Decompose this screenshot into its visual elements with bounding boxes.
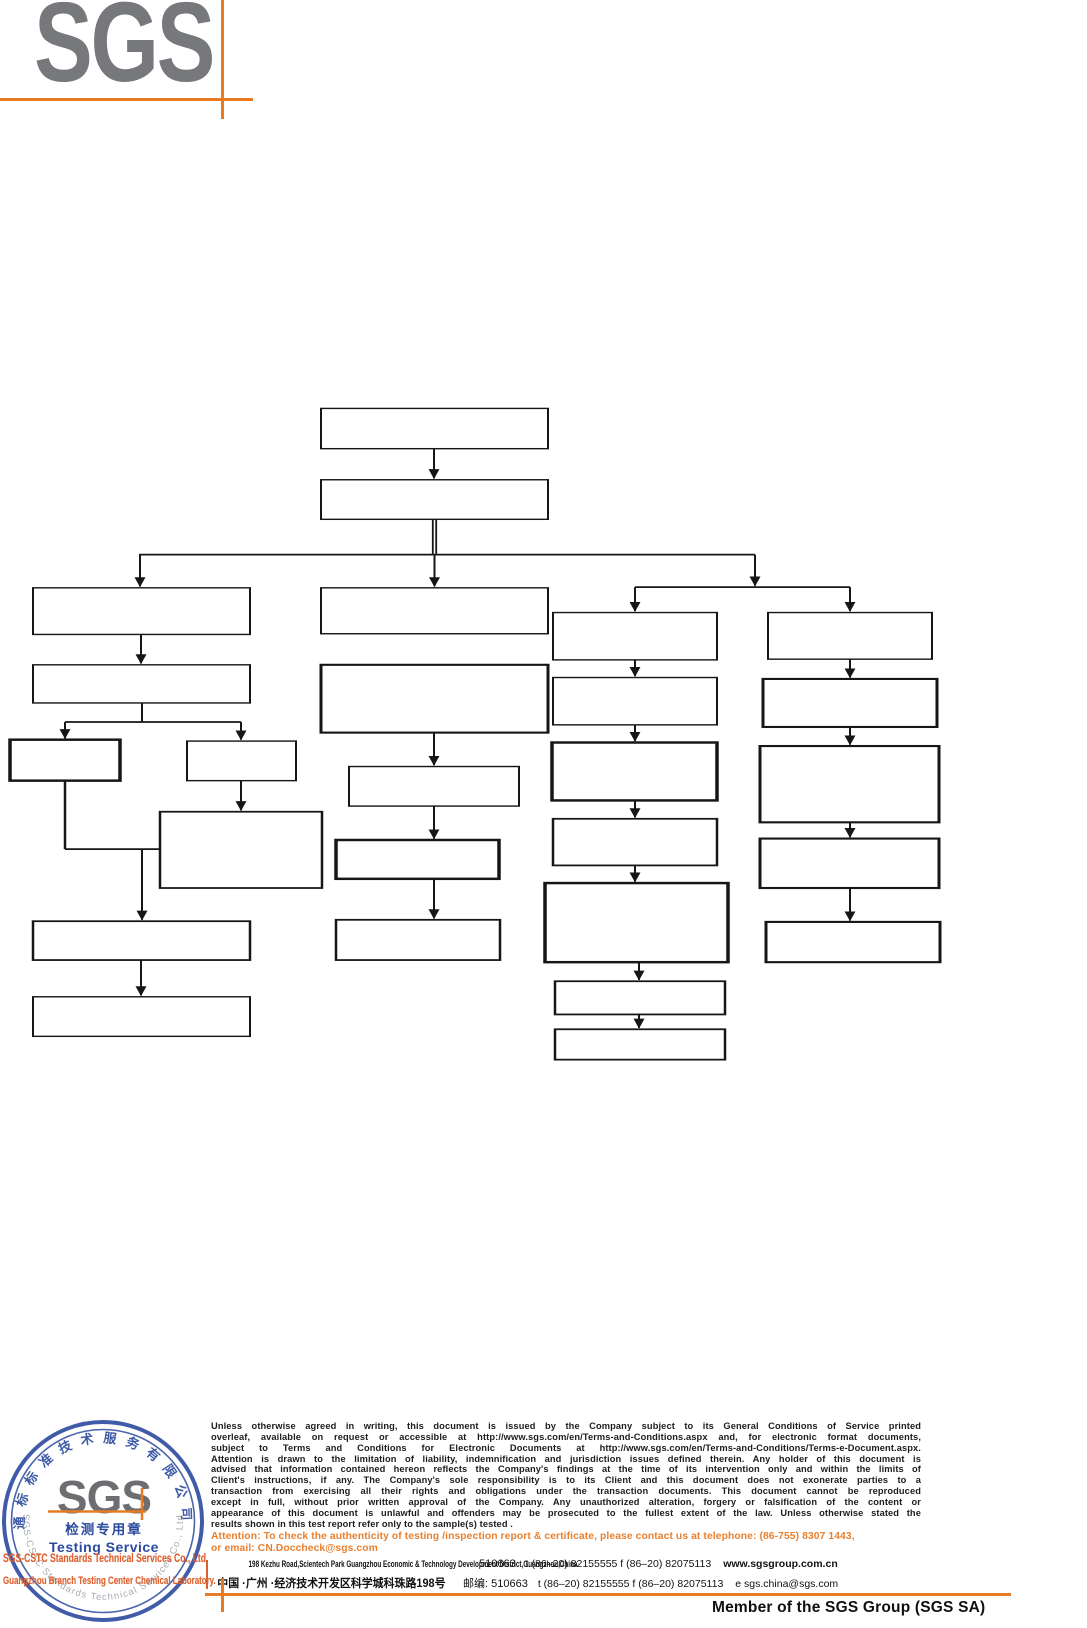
- flowchart-box-left-4: [158, 810, 324, 889]
- disclaimer-line: Client's instructions, if any. The Compa…: [211, 1475, 921, 1486]
- flowchart-box-right-a5: [543, 881, 730, 964]
- sgs-logo: SGS: [34, 0, 215, 105]
- flowchart-box-left-3b: [186, 740, 297, 782]
- flowchart-box-left-6: [32, 996, 251, 1038]
- flowchart-box-right-b3: [758, 744, 941, 824]
- address-orange-tick: [206, 1560, 208, 1589]
- website-url: www.sgsgroup.com.cn: [723, 1558, 838, 1570]
- disclaimer-line: transaction from exercising all their ri…: [211, 1486, 921, 1497]
- address-row-en: 198 Kezhu Road,Scientech Park Guangzhou …: [211, 1558, 923, 1575]
- flowchart-box-right-b2: [761, 677, 939, 729]
- disclaimer-paragraph: Unless otherwise agreed in writing, this…: [211, 1421, 921, 1529]
- flowchart-box-right-a2: [552, 676, 718, 726]
- testing-service-stamp: 通标标准技术服务有限公司 SGS-CSTC Standards Technica…: [2, 1420, 204, 1622]
- flowchart-box-mid-5: [334, 918, 502, 961]
- flowchart-box-right-b5: [764, 920, 942, 964]
- address-chinese: 中国 ·广州 ·经济技术开发区科学城科珠路198号: [217, 1578, 446, 1590]
- footer-orange-horizontal-rule: [205, 1593, 1011, 1596]
- header-orange-vertical-rule: [221, 0, 224, 119]
- flowchart-box-right-a7: [553, 1028, 727, 1061]
- stamp-branch-name-line: Guangzhou Branch Testing Center Chemical…: [3, 1575, 216, 1587]
- flowchart-box-right-b4: [758, 837, 941, 890]
- flowchart-box-left-2: [32, 664, 251, 704]
- postal-code-en: 510663: [479, 1558, 516, 1570]
- flowchart-box-right-a6: [553, 980, 727, 1016]
- header-orange-horizontal-rule: [0, 98, 253, 101]
- email-address: e sgs.china@sgs.com: [735, 1578, 839, 1590]
- disclaimer-line: except in full, without prior written ap…: [211, 1496, 921, 1507]
- stamp-company-name-line: SGS-CSTC Standards Technical Services Co…: [3, 1553, 209, 1565]
- disclaimer-line: advised that information contained hereo…: [211, 1464, 921, 1475]
- footer-orange-vertical-tick: [221, 1578, 224, 1612]
- member-of-sgs-group-text: Member of the SGS Group (SGS SA): [712, 1599, 986, 1616]
- phone-fax-cn: t (86–20) 82155555 f (86–20) 82075113: [537, 1578, 724, 1590]
- attention-notice: Attention: To check the authenticity of …: [211, 1531, 927, 1554]
- phone-fax-en: t (86–20) 82155555 f (86–20) 82075113: [525, 1558, 712, 1570]
- flowchart-box-right-b1: [767, 611, 933, 660]
- flowchart-box-mid-2: [319, 663, 550, 734]
- flowchart-box-left-3a: [8, 738, 122, 782]
- flowchart-box-left-1: [32, 587, 251, 636]
- flowchart-box-root-1: [320, 407, 549, 450]
- stamp-sgs-logo: SGS: [57, 1471, 151, 1523]
- stamp-outer-ring: [2, 1420, 204, 1622]
- flowchart: [8, 407, 942, 1061]
- disclaimer-line: Unless otherwise agreed in writing, this…: [211, 1421, 921, 1431]
- address-row-cn: 中国 ·广州 ·经济技术开发区科学城科珠路198号 邮编: 510663 t (…: [211, 1575, 923, 1592]
- disclaimer-line: overleaf, available on request or access…: [211, 1431, 921, 1442]
- stamp-cn-label: 检测专用章: [65, 1521, 143, 1537]
- stamp-en-label: Testing Service: [49, 1539, 159, 1555]
- stamp-inner-ring: [10, 1428, 196, 1614]
- postal-code-cn: 邮编: 510663: [463, 1578, 528, 1590]
- flowchart-box-right-a1: [552, 611, 718, 661]
- address-block: 198 Kezhu Road,Scientech Park Guangzhou …: [211, 1558, 923, 1592]
- disclaimer-line: Attention is drawn to the limitation of …: [211, 1453, 921, 1464]
- disclaimer-line: appearance of this document is unlawful …: [211, 1507, 921, 1518]
- flowchart-box-right-a4: [551, 817, 719, 867]
- flowchart-box-mid-4: [334, 838, 501, 881]
- attention-line-1: Attention: To check the authenticity of …: [211, 1531, 855, 1542]
- flowchart-box-mid-3: [348, 765, 520, 807]
- address-english: 198 Kezhu Road,Scientech Park Guangzhou …: [248, 1559, 578, 1569]
- disclaimer-line: subject to Terms and Conditions for Elec…: [211, 1442, 921, 1453]
- flowchart-box-right-a3: [550, 741, 719, 802]
- flowchart-box-left-5: [31, 920, 252, 961]
- flowchart-box-root-2: [320, 479, 549, 521]
- flowchart-box-mid-1: [320, 587, 549, 635]
- disclaimer-line: results shown in this test report refer …: [211, 1518, 513, 1529]
- attention-line-2: or email: CN.Doccheck@sgs.com: [211, 1542, 378, 1554]
